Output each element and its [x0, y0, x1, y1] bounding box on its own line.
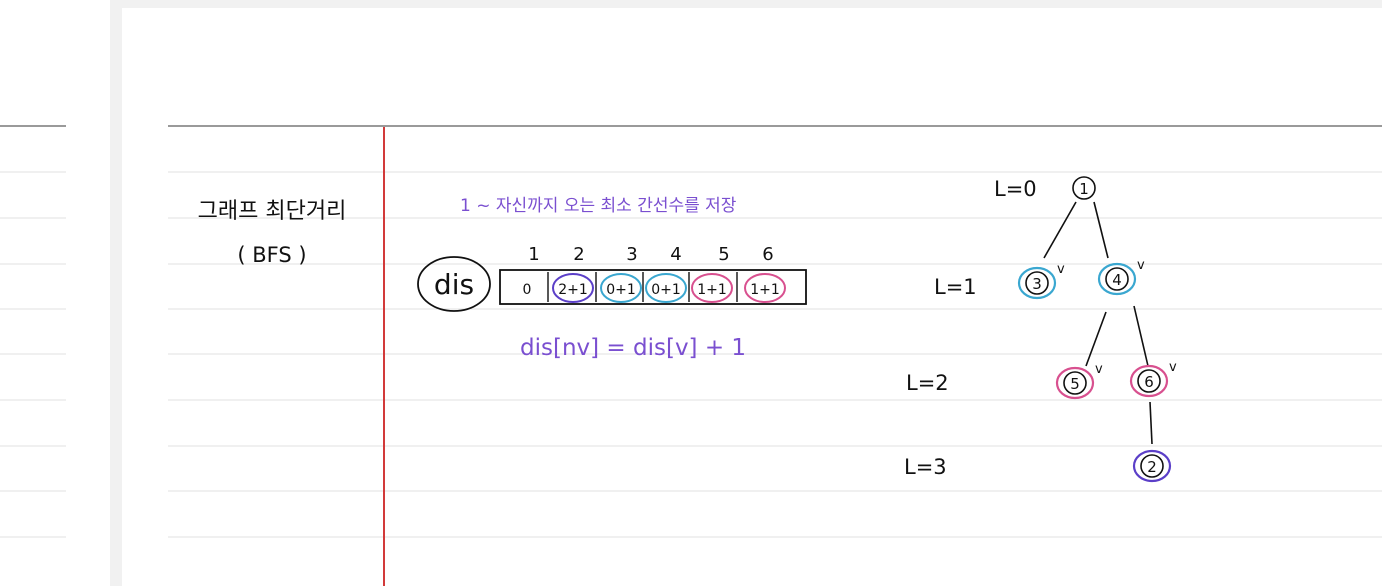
tree-node-highlight — [1017, 266, 1057, 300]
tree-levels: L=0L=1L=2L=3 — [904, 177, 1037, 479]
tree-node-label: 3 — [1032, 275, 1042, 293]
tree-level-label: L=3 — [904, 455, 947, 479]
edge-4-6 — [1133, 305, 1149, 367]
array-cell-value: 1+1 — [750, 282, 780, 298]
tree-node-check: v — [1095, 362, 1103, 377]
tree-node-check: v — [1137, 258, 1145, 273]
ruled-lines — [0, 171, 1382, 538]
tree-edges — [1043, 201, 1153, 445]
array-cell-value: 1+1 — [697, 282, 727, 298]
array-cell-circle — [552, 273, 594, 303]
description-text: 1 ~ 자신까지 오는 최소 간선수를 저장 — [460, 196, 737, 216]
array-cell-circle — [744, 273, 786, 303]
tree-node-check: v — [1169, 360, 1177, 375]
tree-node-circle — [1140, 454, 1164, 478]
topic-title: 그래프 최단거리 — [198, 199, 347, 224]
tree-node-label: 5 — [1070, 375, 1080, 393]
array-index: 2 — [573, 244, 584, 265]
array-index: 3 — [626, 244, 637, 265]
tree-level-label: L=1 — [934, 275, 977, 299]
edge-1-3 — [1043, 201, 1077, 259]
tree-node-label: 1 — [1079, 180, 1089, 198]
edge-1-4 — [1093, 201, 1109, 259]
array-label-circle — [417, 256, 491, 312]
array-index: 6 — [762, 244, 773, 265]
array-label: dis — [434, 268, 474, 301]
tree-node-circle — [1025, 271, 1049, 295]
tree-node-highlight — [1132, 449, 1172, 483]
tree-node-circle — [1105, 267, 1129, 291]
tree-node-highlight — [1097, 262, 1137, 296]
array-cell-circle — [645, 273, 687, 303]
tree-level-label: L=2 — [906, 371, 949, 395]
tree-node-circle — [1063, 371, 1087, 395]
tree-node-highlight — [1129, 364, 1169, 398]
tree-level-label: L=0 — [994, 177, 1037, 201]
tree-node-label: 2 — [1147, 458, 1157, 476]
array-cell-value: 0+1 — [651, 282, 681, 298]
array-index: 4 — [670, 244, 681, 265]
array-cell-value: 2+1 — [558, 282, 588, 298]
tree-node-label: 6 — [1144, 373, 1154, 391]
topic-method: ( BFS ) — [237, 243, 306, 267]
array-indices: 1 2 3 4 5 6 — [528, 244, 773, 265]
tree-node-check: v — [1057, 262, 1065, 277]
array-cell-circle — [691, 273, 733, 303]
previous-page — [0, 0, 110, 586]
tree-node-circle — [1137, 369, 1161, 393]
notebook-page — [122, 8, 1382, 586]
edge-6-2 — [1149, 401, 1153, 445]
tree-node-circle — [1072, 176, 1096, 200]
array-index: 5 — [718, 244, 729, 265]
array-cell-value: 0+1 — [606, 282, 636, 298]
array-box — [499, 269, 807, 305]
array-cells: 0 2+1 0+1 0+1 1+1 1+1 — [523, 272, 786, 303]
array-cell-circle — [600, 273, 642, 303]
array-cell-value: 0 — [523, 282, 532, 298]
tree-node-highlight — [1055, 366, 1095, 400]
tree-node-label: 4 — [1112, 271, 1122, 289]
array-index: 1 — [528, 244, 539, 265]
edge-4-5 — [1085, 311, 1107, 367]
formula-text: dis[nv] = dis[v] + 1 — [520, 335, 746, 361]
